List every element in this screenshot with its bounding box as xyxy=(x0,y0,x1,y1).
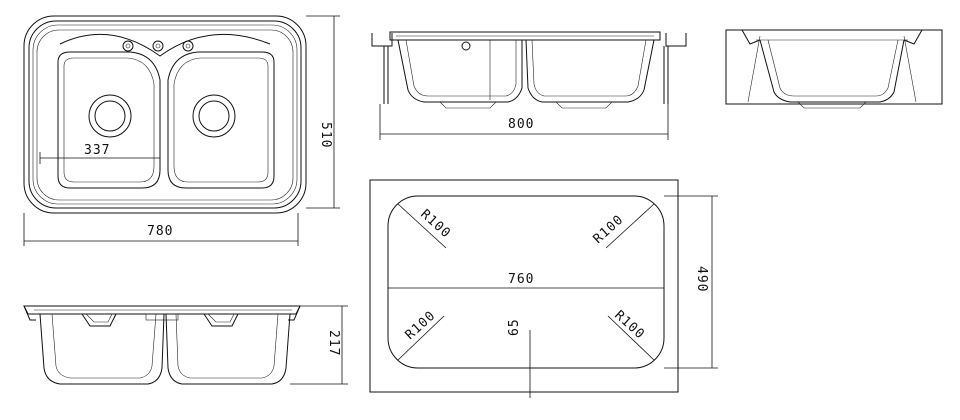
dim-side-height: 217 xyxy=(326,330,341,356)
dim-cutout-depth: 490 xyxy=(694,266,709,292)
dim-top-inner-width: 337 xyxy=(84,143,110,158)
right-bowl xyxy=(167,51,275,189)
dim-front-width: 800 xyxy=(508,117,534,132)
dim-radius-bottom-right: R100 xyxy=(611,308,647,343)
dim-cutout-width: 760 xyxy=(508,272,534,287)
left-drain xyxy=(88,94,132,138)
cutout-template: 760 490 65 R100 R100 R100 R100 xyxy=(369,179,718,398)
dim-top-depth: 510 xyxy=(318,122,333,148)
left-bowl xyxy=(57,51,161,189)
dim-top-width: 780 xyxy=(147,224,173,239)
dim-radius-top-right: R100 xyxy=(591,212,627,247)
sink-front-view: 800 xyxy=(371,31,687,140)
sink-end-view xyxy=(725,29,943,109)
tap-holes xyxy=(122,40,194,52)
sink-side-view: 217 xyxy=(23,305,348,385)
dim-radius-top-left: R100 xyxy=(417,207,453,242)
sink-top-view: 337 510 780 xyxy=(23,15,340,246)
dim-offset: 65 xyxy=(507,318,522,336)
right-drain xyxy=(192,94,236,138)
